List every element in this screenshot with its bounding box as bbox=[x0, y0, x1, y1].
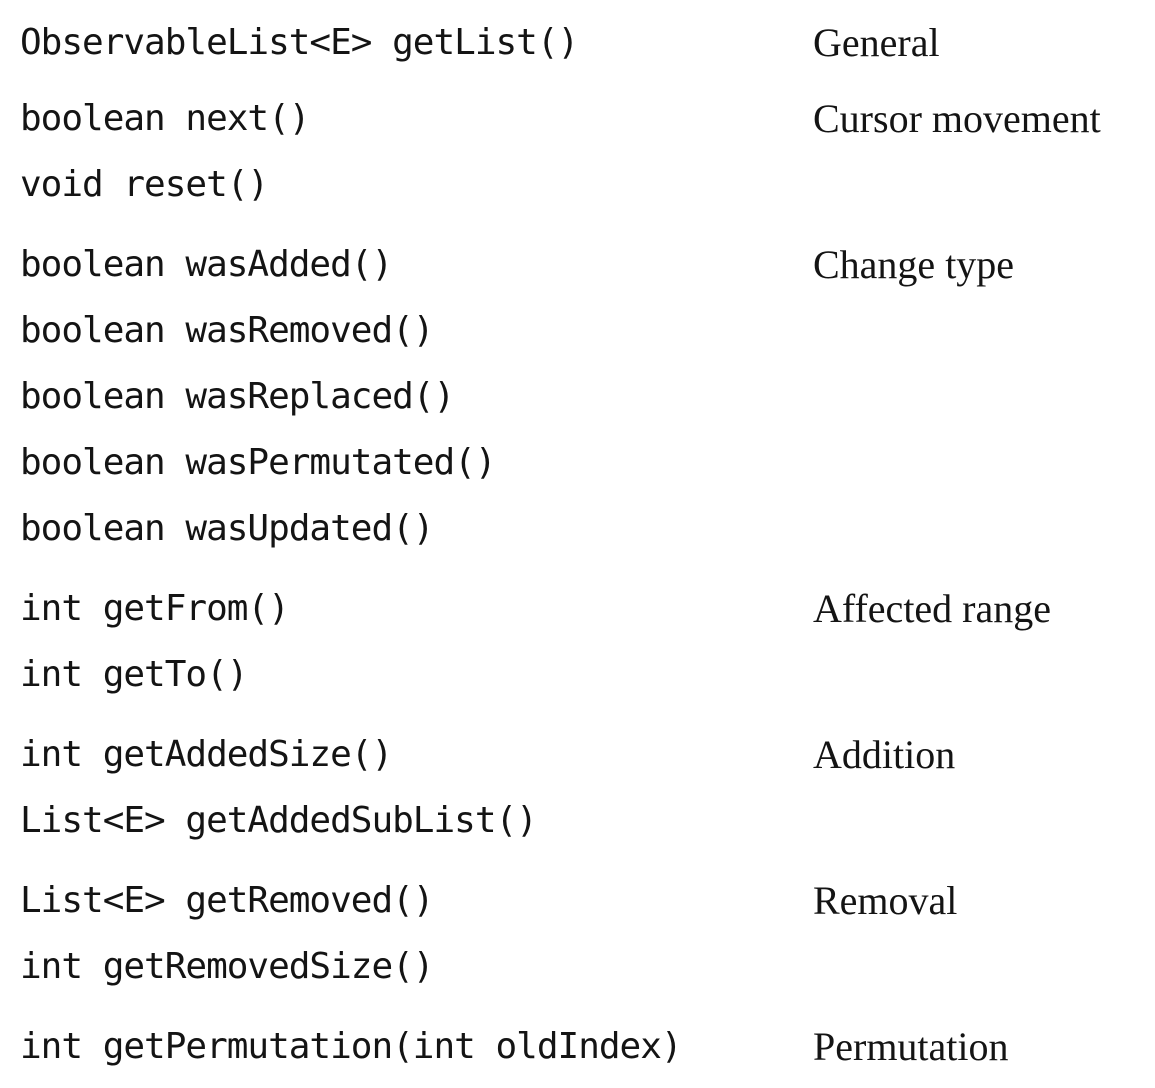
method-category: Affected range bbox=[813, 586, 1052, 631]
table-row: boolean wasPermutated() bbox=[0, 430, 1155, 496]
method-signature: ObservableList<E> getList() bbox=[20, 22, 579, 63]
method-category: Change type bbox=[813, 242, 1015, 287]
method-signature: boolean next() bbox=[20, 98, 310, 139]
method-category: Permutation bbox=[813, 1024, 1009, 1069]
method-signature: List<E> getRemoved() bbox=[20, 880, 434, 921]
method-signature: List<E> getAddedSubList() bbox=[20, 800, 538, 841]
table-row: boolean wasAdded() Change type bbox=[0, 232, 1155, 298]
method-signature: boolean wasUpdated() bbox=[20, 508, 434, 549]
method-signature: void reset() bbox=[20, 164, 269, 205]
method-signature: int getRemovedSize() bbox=[20, 946, 434, 987]
method-category: Addition bbox=[813, 732, 956, 777]
table-row: ObservableList<E> getList() General bbox=[0, 10, 1155, 76]
table-row: int getFrom() Affected range bbox=[0, 576, 1155, 642]
table-row: void reset() bbox=[0, 152, 1155, 218]
method-signature: boolean wasPermutated() bbox=[20, 442, 496, 483]
method-category: Cursor movement bbox=[813, 96, 1101, 141]
method-signature: boolean wasAdded() bbox=[20, 244, 393, 285]
table-row: int getRemovedSize() bbox=[0, 934, 1155, 1000]
table-row: List<E> getAddedSubList() bbox=[0, 788, 1155, 854]
table-row: List<E> getRemoved() Removal bbox=[0, 868, 1155, 934]
table-row: boolean wasUpdated() bbox=[0, 496, 1155, 562]
method-signature: int getFrom() bbox=[20, 588, 290, 629]
method-signature: int getTo() bbox=[20, 654, 248, 695]
table-row: boolean wasReplaced() bbox=[0, 364, 1155, 430]
method-signature: int getPermutation(int oldIndex) bbox=[20, 1026, 683, 1067]
table-row: boolean next() Cursor movement bbox=[0, 86, 1155, 152]
method-signature: boolean wasReplaced() bbox=[20, 376, 455, 417]
method-signature: boolean wasRemoved() bbox=[20, 310, 434, 351]
table-row: int getPermutation(int oldIndex) Permuta… bbox=[0, 1014, 1155, 1080]
method-category: Removal bbox=[813, 878, 958, 923]
table-row: int getAddedSize() Addition bbox=[0, 722, 1155, 788]
table-row: int getTo() bbox=[0, 642, 1155, 708]
table-row: boolean wasRemoved() bbox=[0, 298, 1155, 364]
method-signature: int getAddedSize() bbox=[20, 734, 393, 775]
method-category: General bbox=[813, 20, 940, 65]
